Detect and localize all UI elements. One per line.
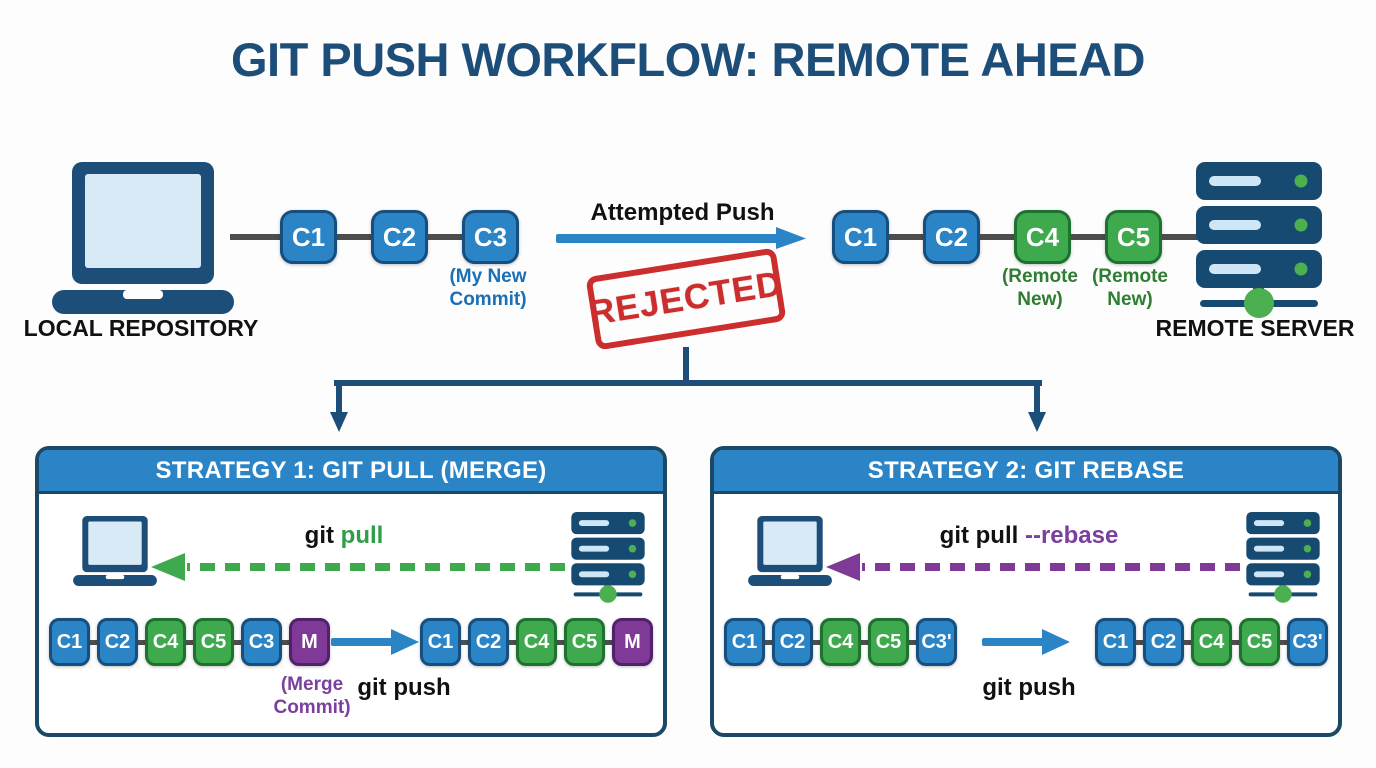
- attempted-push-label: Attempted Push: [590, 199, 775, 226]
- git-push-label: git push: [982, 674, 1076, 701]
- cmd-suffix: --rebase: [1024, 522, 1119, 549]
- commit-node: C5: [868, 618, 909, 666]
- connector-line: [230, 234, 280, 240]
- commit-node: C3: [241, 618, 282, 666]
- git-push-arrow: [982, 629, 1070, 655]
- strategy-2-commit-row: C1 C2 C4 C5 C3' C1 C2 C4 C5: [724, 618, 1328, 666]
- connector-line: [1071, 234, 1105, 240]
- strategy-1-header: STRATEGY 1: GIT PULL (MERGE): [39, 450, 663, 494]
- connector-line: [765, 639, 772, 645]
- connector-line: [234, 639, 241, 645]
- connector-line: [90, 639, 97, 645]
- connector-line: [605, 639, 612, 645]
- remote-new-note-c5: (Remote New): [1091, 266, 1168, 310]
- merged-local-chain: C1 C2 C4 C5 C3 M: [49, 618, 330, 666]
- attempted-push-arrow: [556, 227, 806, 249]
- page-title: GIT PUSH WORKFLOW: REMOTE AHEAD: [230, 33, 1146, 86]
- cmd-prefix: git: [304, 522, 341, 549]
- commit-node: C4: [516, 618, 557, 666]
- local-commit-chain: C1 C2 C3: [230, 210, 519, 264]
- connector-line: [909, 639, 916, 645]
- connector-line: [557, 639, 564, 645]
- git-pull-command-label: git pull: [159, 522, 529, 550]
- connector-line: [1162, 234, 1202, 240]
- commit-node: C4: [1014, 210, 1071, 264]
- commit-node: C5: [1105, 210, 1162, 264]
- commit-node: C4: [145, 618, 186, 666]
- commit-node: C3: [462, 210, 519, 264]
- branch-stem-line: [683, 347, 689, 384]
- connector-line: [861, 639, 868, 645]
- git-push-arrow: [331, 629, 419, 655]
- git-pull-rebase-dashed-arrow: [826, 553, 1240, 581]
- strategy-1-panel: STRATEGY 1: GIT PULL (MERGE) git pull: [35, 446, 667, 737]
- local-repository-label: LOCAL REPOSITORY: [23, 315, 259, 341]
- commit-node: C2: [97, 618, 138, 666]
- git-pull-rebase-command-label: git pull --rebase: [834, 522, 1224, 550]
- commit-node: C5: [193, 618, 234, 666]
- commit-node: M: [612, 618, 653, 666]
- git-pull-dashed-arrow: [151, 553, 565, 581]
- server-icon: [1196, 162, 1322, 318]
- connector-line: [428, 234, 462, 240]
- commit-node: C1: [1095, 618, 1136, 666]
- pushed-remote-chain: C1 C2 C4 C5 M: [420, 618, 653, 666]
- strategy-2-panel: STRATEGY 2: GIT REBASE git pull --rebase: [710, 446, 1342, 737]
- remote-server-label: REMOTE SERVER: [1155, 315, 1355, 341]
- connector-line: [509, 639, 516, 645]
- remote-new-note-c4: (Remote New): [1001, 266, 1078, 310]
- commit-node: C2: [772, 618, 813, 666]
- pushed-remote-chain: C1 C2 C4 C5 C3': [1095, 618, 1328, 666]
- connector-line: [980, 234, 1014, 240]
- commit-node: C2: [468, 618, 509, 666]
- commit-node: C1: [280, 210, 337, 264]
- commit-node: C1: [49, 618, 90, 666]
- commit-node: C1: [724, 618, 765, 666]
- commit-node: C5: [564, 618, 605, 666]
- laptop-icon: [52, 162, 234, 314]
- commit-node: C2: [923, 210, 980, 264]
- strategy-1-commit-row: C1 C2 C4 C5 C3 M C1 C2 C4: [49, 618, 653, 666]
- laptop-icon: [73, 516, 157, 586]
- server-icon: [571, 512, 645, 603]
- connector-line: [461, 639, 468, 645]
- commit-node: C1: [832, 210, 889, 264]
- my-new-commit-note: (My New Commit): [449, 266, 527, 310]
- laptop-icon: [748, 516, 832, 586]
- commit-node: C5: [1239, 618, 1280, 666]
- connector-line: [186, 639, 193, 645]
- connector-line: [1184, 639, 1191, 645]
- server-icon: [1246, 512, 1320, 603]
- rebased-local-chain: C1 C2 C4 C5 C3': [724, 618, 957, 666]
- cmd-suffix: pull: [340, 522, 384, 549]
- git-push-label: git push: [357, 674, 451, 701]
- commit-node: C4: [1191, 618, 1232, 666]
- branch-split-connector: [330, 380, 1046, 432]
- commit-node: C1: [420, 618, 461, 666]
- strategy-2-header: STRATEGY 2: GIT REBASE: [714, 450, 1338, 494]
- remote-commit-chain: C1 C2 C4 C5: [832, 210, 1202, 264]
- commit-node: C3': [1287, 618, 1328, 666]
- connector-line: [1136, 639, 1143, 645]
- commit-node: M: [289, 618, 330, 666]
- cmd-prefix: git pull: [939, 522, 1025, 549]
- connector-line: [889, 234, 923, 240]
- connector-line: [282, 639, 289, 645]
- connector-line: [1232, 639, 1239, 645]
- commit-node: C2: [371, 210, 428, 264]
- connector-line: [138, 639, 145, 645]
- commit-node: C4: [820, 618, 861, 666]
- connector-line: [337, 234, 371, 240]
- connector-line: [813, 639, 820, 645]
- merge-commit-note: (Merge Commit): [273, 674, 351, 718]
- commit-node: C3': [916, 618, 957, 666]
- commit-node: C2: [1143, 618, 1184, 666]
- rejected-stamp: REJECTED: [585, 247, 787, 351]
- connector-line: [1280, 639, 1287, 645]
